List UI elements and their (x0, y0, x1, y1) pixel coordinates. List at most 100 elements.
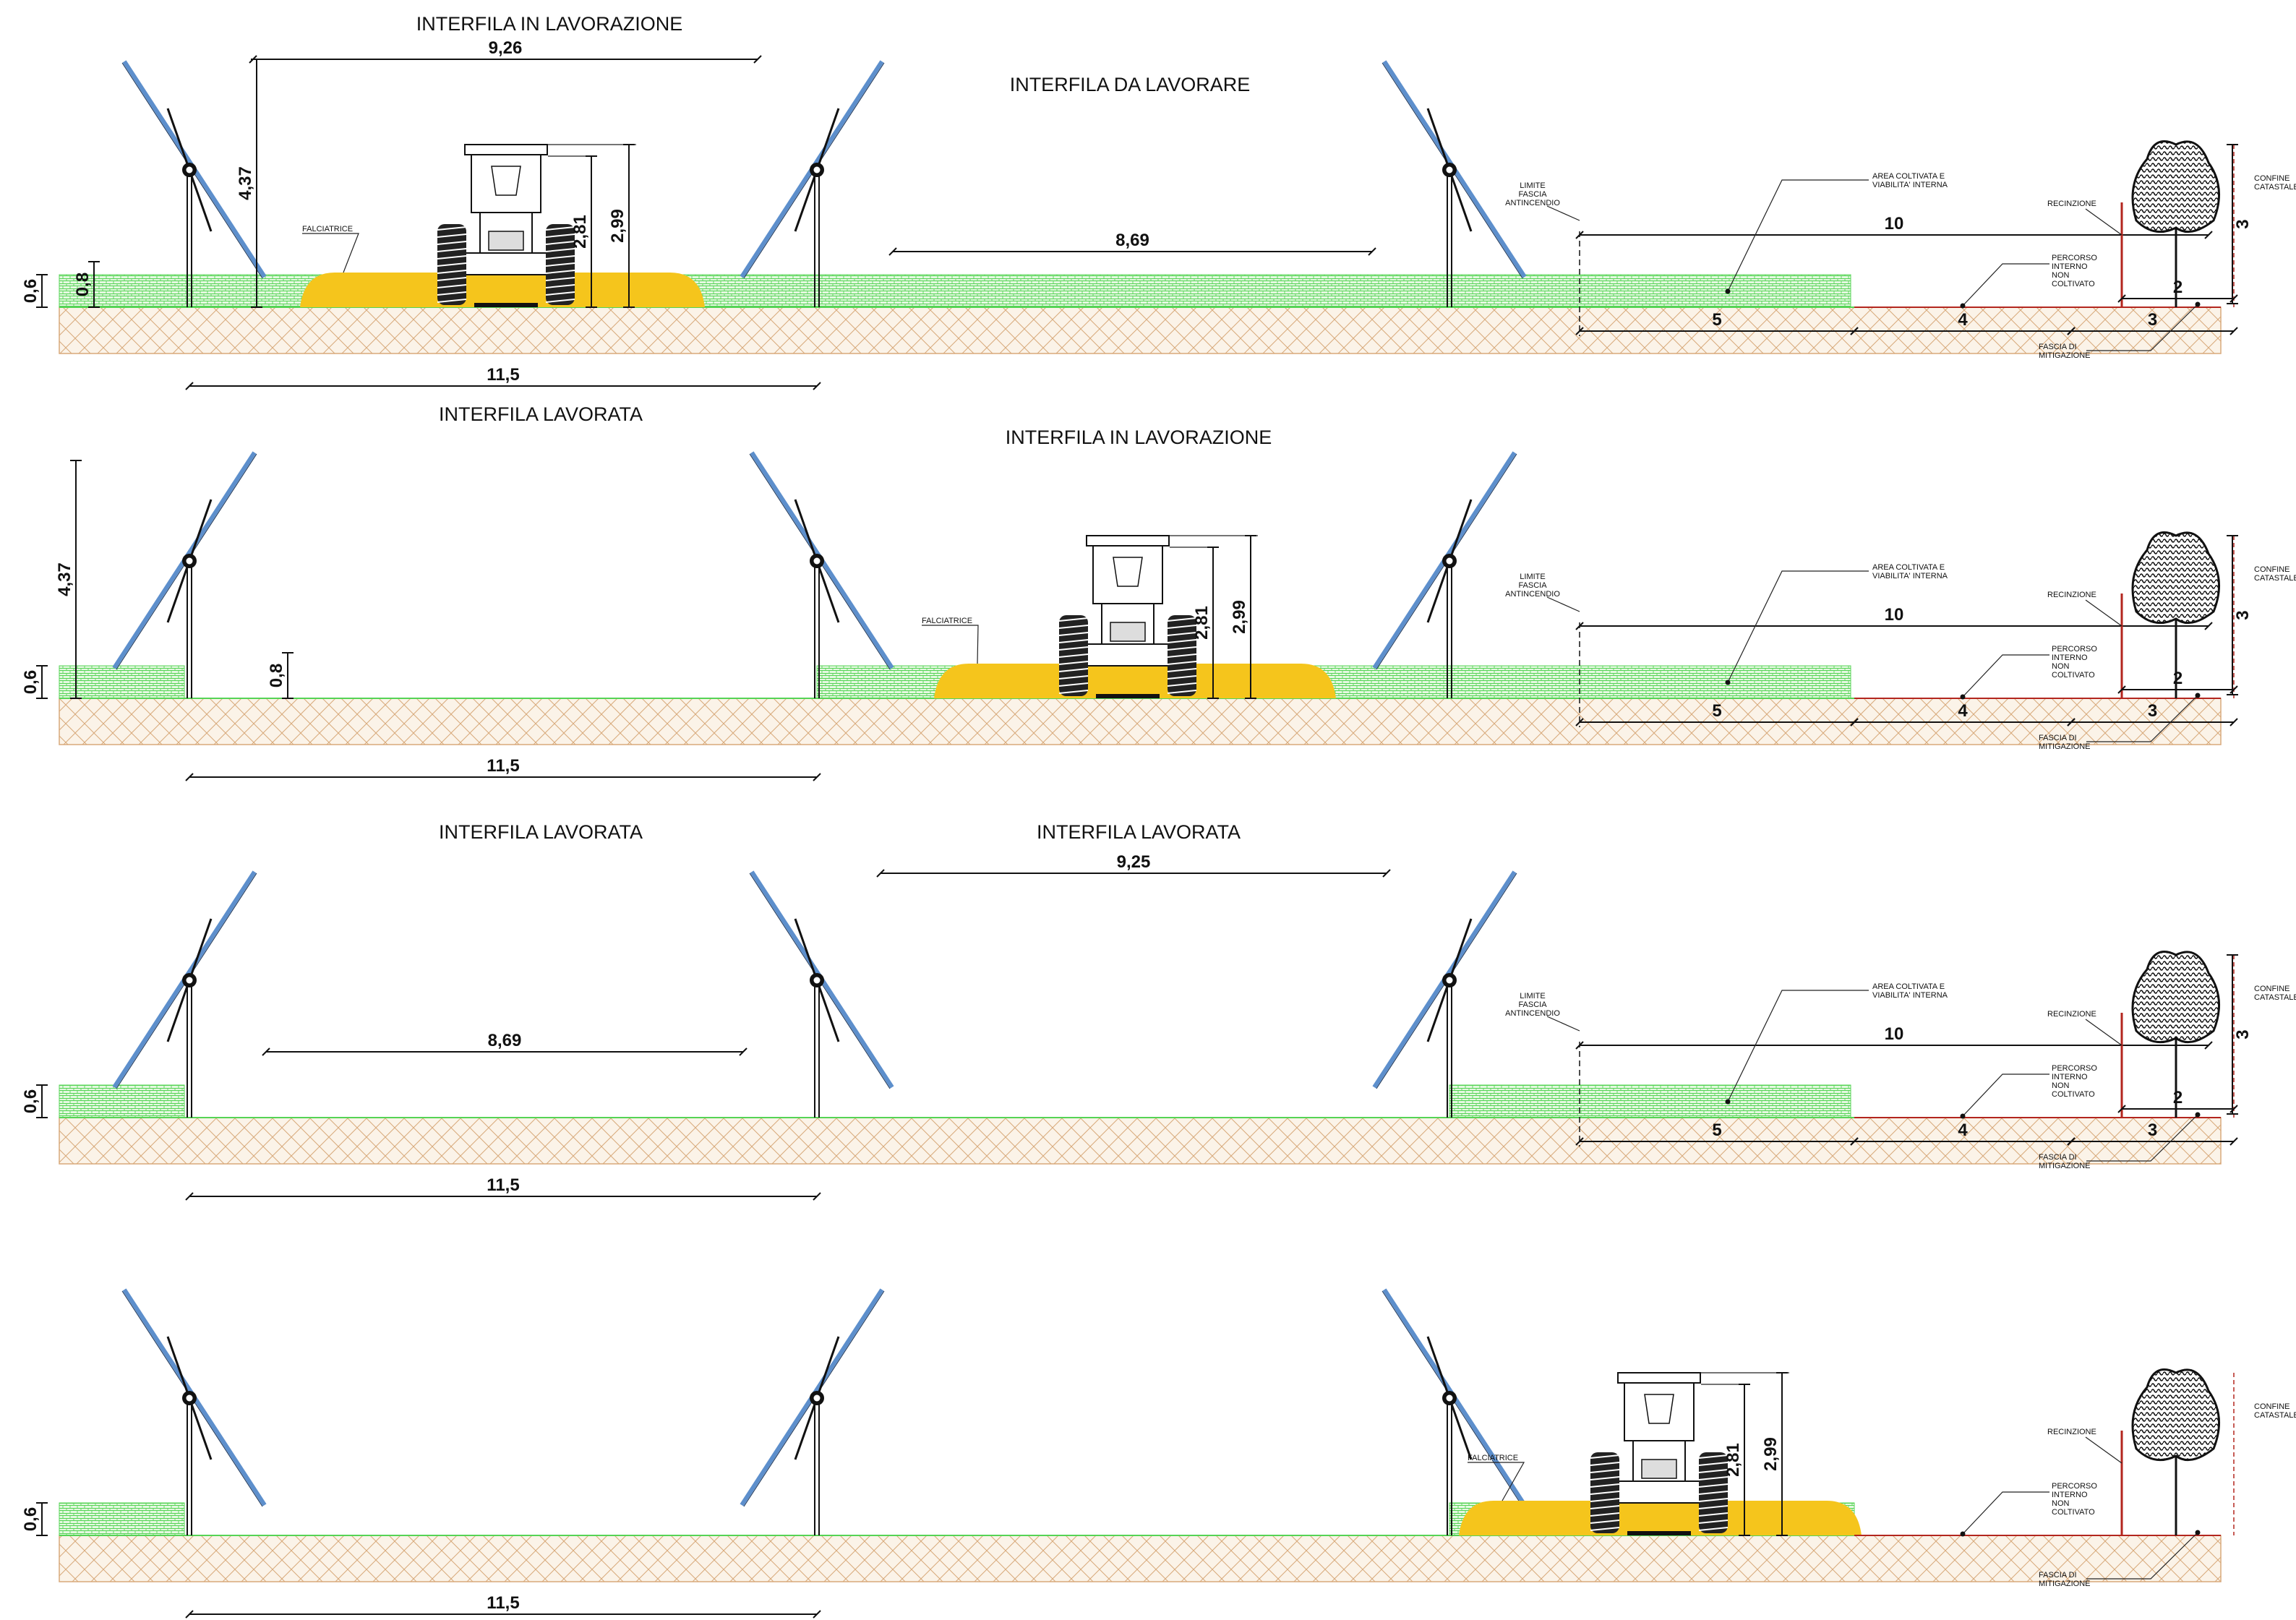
tractor-wheel (1167, 615, 1197, 696)
tracker-hub-inner (186, 166, 193, 173)
grass-strip (59, 1084, 185, 1118)
wheel-tread (545, 284, 575, 288)
mitigation-label: MITIGAZIONE (2039, 351, 2091, 360)
dimension-label: 5 (1712, 701, 1721, 721)
dimension-label: 0,6 (21, 279, 40, 303)
soil-band (59, 1535, 2222, 1582)
dimension-label: 3 (2233, 219, 2253, 228)
tractor-base (1096, 694, 1160, 698)
dimension-label: 4 (1958, 701, 1968, 721)
wheel-tread (437, 248, 467, 252)
dimension-tick (876, 869, 885, 878)
tractor-seat (491, 166, 521, 196)
boundary-label: CATASTALE (2254, 574, 2296, 583)
boundary-label: CATASTALE (2254, 183, 2296, 192)
tracker-hub-inner (1446, 557, 1453, 565)
wheel-tread (545, 270, 575, 274)
wheel-tread (1590, 1505, 1620, 1509)
solar-tracker (121, 1288, 267, 1535)
path-label: COLTIVATO (2052, 280, 2095, 288)
wheel-tread (437, 233, 467, 238)
dimension-horizontal: 9,25 (876, 852, 1391, 878)
solar-tracker (1382, 60, 1527, 307)
wheel-tread (1698, 1520, 1729, 1524)
tractor-seat (1644, 1394, 1674, 1424)
dimension-label: 4 (1958, 1120, 1968, 1140)
dimension-label: 0,6 (21, 1089, 40, 1113)
boundary-label: CATASTALE (2254, 1411, 2296, 1420)
fence-leader (2085, 1436, 2122, 1464)
wheel-tread (1167, 617, 1197, 622)
wheel-tread (545, 277, 575, 281)
wheel-tread (1590, 1454, 1620, 1459)
boundary-label: CONFINE (2254, 565, 2290, 574)
dimension-horizontal: 11,5 (185, 756, 821, 781)
grass-strip (1449, 1084, 1851, 1118)
area-label: VIABILITA' INTERNA (1872, 991, 1948, 1000)
area-leader-dot (1725, 288, 1731, 294)
dimension-vertical: 4,37 (236, 59, 262, 308)
wheel-tread (1698, 1491, 1729, 1495)
wheel-tread (1590, 1498, 1620, 1502)
dimension-tick (2204, 622, 2213, 630)
path-label: PERCORSO (2052, 1064, 2097, 1073)
dimension-label: 9,25 (1117, 852, 1151, 872)
dimension-tick (813, 1610, 821, 1619)
path-label: INTERNO (2052, 262, 2088, 271)
dimension-label: 4 (1958, 310, 1968, 330)
section-title-left: INTERFILA LAVORATA (439, 821, 643, 843)
mitigation-label: MITIGAZIONE (2039, 742, 2091, 751)
tractor-roof (464, 144, 548, 155)
section-title-right: INTERFILA IN LAVORAZIONE (1006, 427, 1272, 448)
mitigation-leader-dot (2195, 301, 2201, 307)
dimension-vertical: 2,99 (1761, 1372, 1788, 1536)
fire-limit-label: LIMITE (1520, 573, 1545, 581)
dimension-tick (1575, 1137, 1584, 1146)
tree-canopy (2131, 951, 2221, 1044)
dimension-vertical: 0,8 (73, 261, 100, 308)
mower-label: FALCIATRICE (302, 225, 353, 233)
wheel-tread (1167, 625, 1197, 629)
fire-limit-label: FASCIA (1518, 1000, 1547, 1009)
path-leader-dot (1960, 303, 1966, 309)
tractor-cab (1624, 1382, 1695, 1441)
grass-strip (59, 665, 185, 699)
tractor-cab (471, 154, 541, 213)
dimension-vertical: 0,8 (267, 652, 294, 699)
solar-tracker (112, 870, 257, 1118)
tree (2131, 1368, 2221, 1535)
dimension-tick (1850, 327, 1859, 335)
mitigation-leader (2086, 1532, 2198, 1580)
wheel-tread (545, 291, 575, 296)
mitigation-leader (2086, 695, 2198, 742)
wheel-tread (1058, 646, 1089, 651)
wheel-tread (1167, 661, 1197, 665)
mower-implement (934, 664, 1336, 698)
dimension-tick (1368, 247, 1376, 256)
wheel-tread (1698, 1454, 1729, 1459)
wheel-tread (545, 233, 575, 238)
dimension-label: 8,69 (488, 1031, 522, 1050)
tracker-hub-inner (813, 166, 821, 173)
mower-leader (302, 233, 359, 273)
dimension-horizontal: 11,5 (185, 1175, 821, 1201)
wheel-tread (1058, 625, 1089, 629)
area-label: AREA COLTIVATA E (1872, 172, 1945, 181)
dimension-vertical: 2,81 (1723, 1384, 1750, 1536)
tree-canopy (2131, 140, 2221, 233)
fire-limit-label: LIMITE (1520, 181, 1545, 190)
dimension-horizontal: 5 (1575, 1120, 1859, 1146)
tracker-hub-inner (1446, 1394, 1453, 1402)
tracker-hub-inner (1446, 977, 1453, 984)
fire-limit-leader (1546, 205, 1580, 221)
dimension-tick (1575, 231, 1584, 239)
right-edge-zone: PERCORSOINTERNONONCOLTIVATORECINZIONECON… (1854, 531, 2296, 751)
tractor-grille (1110, 622, 1146, 642)
wheel-tread (437, 284, 467, 288)
